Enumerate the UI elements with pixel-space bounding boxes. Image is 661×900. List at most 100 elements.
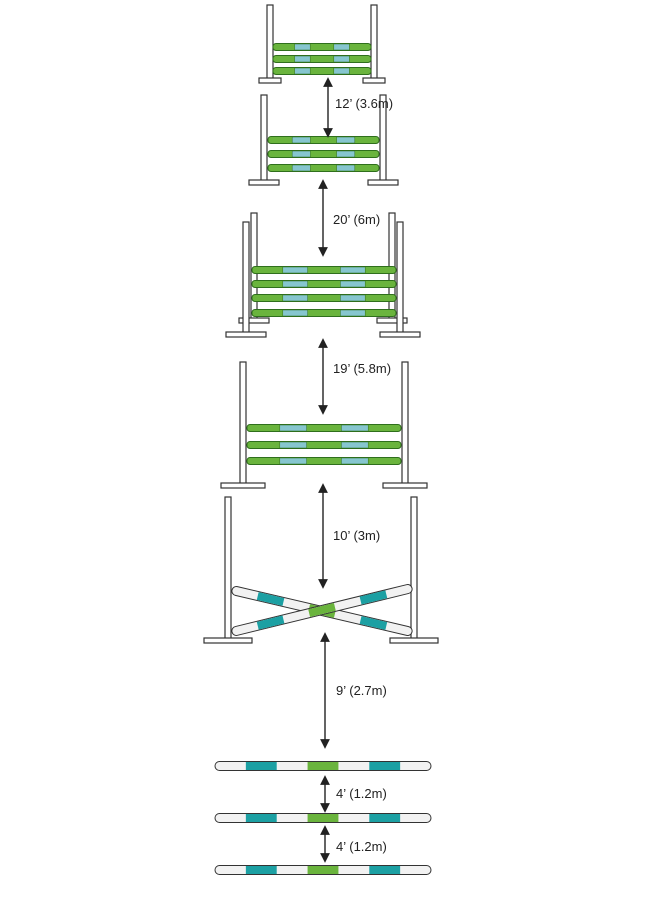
jump-4-vertical-rail-1-body xyxy=(246,424,402,432)
jump-3-oxer-rail-4-stripe-1 xyxy=(282,309,308,317)
jump-1-vertical-standard-right-foot xyxy=(362,77,386,84)
ground-pole-3-pole-band-1 xyxy=(245,866,277,874)
jump-1-vertical-rail-3-body xyxy=(272,67,372,75)
jump-2-vertical-rail-2-body xyxy=(267,150,380,158)
jump-1-vertical-rail-1-body xyxy=(272,43,372,51)
jump-5-cross-rail-standard-right-post xyxy=(410,496,418,643)
jump-2-vertical-rail-3-stripe-2 xyxy=(336,164,356,172)
jump-1-vertical-rail-1-stripe-1 xyxy=(294,43,311,51)
ground-pole-2-pole-band-1 xyxy=(245,814,277,822)
distance-label-6: 4’ (1.2m) xyxy=(336,786,387,801)
ground-pole-3-pole-band-3 xyxy=(307,866,339,874)
distance-2: 20’ (6m) xyxy=(318,179,380,257)
distance-label-5: 9’ (2.7m) xyxy=(336,683,387,698)
jump-4-vertical-rail-1-stripe-2 xyxy=(341,424,369,432)
jump-3-oxer-front-standard-left-post xyxy=(242,221,250,337)
jump-4-vertical-standard-left-foot xyxy=(220,482,266,489)
distance-1: 12’ (3.6m) xyxy=(323,77,393,138)
jump-4-vertical-rail-1 xyxy=(246,424,402,432)
jump-4-vertical-rail-3-stripe-2 xyxy=(341,457,369,465)
ground-pole-3 xyxy=(214,865,432,875)
jump-4-vertical-rail-3-stripe-1 xyxy=(279,457,307,465)
jump-2-vertical-standard-right-foot xyxy=(367,179,399,186)
jump-1-vertical-rail-2 xyxy=(272,55,372,63)
ground-pole-2-pole-band-3 xyxy=(307,814,339,822)
distance-3: 19’ (5.8m) xyxy=(318,338,391,415)
jump-5-cross-rail-standard-right-foot xyxy=(389,637,439,644)
jump-3-oxer-rail-1-stripe-1 xyxy=(282,266,308,274)
jump-1-vertical-rail-2-stripe-1 xyxy=(294,55,311,63)
jump-5-cross-rail-standard-left-foot xyxy=(203,637,253,644)
jump-1-vertical xyxy=(258,4,386,84)
jump-1-vertical-rail-1 xyxy=(272,43,372,51)
jump-5-cross-rail-standard-left-post xyxy=(224,496,232,643)
jump-4-vertical xyxy=(220,361,428,489)
jump-2-vertical-standard-left-foot xyxy=(248,179,280,186)
jump-1-vertical-rail-2-stripe-2 xyxy=(333,55,350,63)
jump-2-vertical-rail-1-stripe-1 xyxy=(291,136,311,144)
jump-3-oxer-rail-2-stripe-1 xyxy=(282,280,308,288)
jump-3-oxer-rail-1-body xyxy=(251,266,397,274)
jump-3-oxer-rail-3-stripe-1 xyxy=(282,294,308,302)
jump-1-vertical-standard-left-post xyxy=(266,4,274,83)
jump-2-vertical-rail-1 xyxy=(267,136,380,144)
jump-1-vertical-standard-right-post xyxy=(370,4,378,83)
jump-3-oxer-front-standard-right-foot xyxy=(379,331,421,338)
jump-3-oxer-rail-3 xyxy=(251,294,397,302)
jump-4-vertical-standard-left-post xyxy=(239,361,247,488)
ground-pole-3-pole-band-5 xyxy=(369,866,401,874)
jump-2-vertical xyxy=(248,94,399,186)
jump-2-vertical-rail-3-stripe-1 xyxy=(291,164,311,172)
jump-4-vertical-rail-1-stripe-1 xyxy=(279,424,307,432)
jump-3-oxer-rail-2 xyxy=(251,280,397,288)
jump-3-oxer-rail-1-stripe-2 xyxy=(340,266,366,274)
ground-pole-2-pole-band-5 xyxy=(369,814,401,822)
ground-pole-1-pole-band-5 xyxy=(369,762,401,770)
jump-1-vertical-rail-3-stripe-2 xyxy=(333,67,350,75)
ground-pole-2-pole xyxy=(214,813,432,823)
jump-3-oxer-rail-4-stripe-2 xyxy=(340,309,366,317)
jump-2-vertical-rail-1-body xyxy=(267,136,380,144)
jump-3-oxer-rail-2-body xyxy=(251,280,397,288)
jump-5-cross-rail-pole-2-band-1 xyxy=(256,615,285,630)
jump-3-oxer-front-standard-right-post xyxy=(396,221,404,337)
jump-3-oxer xyxy=(225,212,421,338)
jump-3-oxer-back-standard-right-foot xyxy=(376,317,408,324)
jump-4-vertical-rail-2-stripe-1 xyxy=(279,441,307,449)
jump-3-oxer-front-standard-left-foot xyxy=(225,331,267,338)
jump-4-vertical-rail-2-stripe-2 xyxy=(341,441,369,449)
jump-4-vertical-rail-3-body xyxy=(246,457,402,465)
jump-1-vertical-rail-2-body xyxy=(272,55,372,63)
jump-4-vertical-rail-2-body xyxy=(246,441,402,449)
ground-pole-1-pole xyxy=(214,761,432,771)
jump-2-vertical-rail-2 xyxy=(267,150,380,158)
jump-2-vertical-rail-2-stripe-1 xyxy=(291,150,311,158)
jump-5-cross-rail xyxy=(203,496,439,644)
jump-3-oxer-rail-4 xyxy=(251,309,397,317)
jump-5-cross-rail-pole-1-band-1 xyxy=(256,592,285,606)
jump-3-oxer-rail-4-body xyxy=(251,309,397,317)
jump-3-oxer-rail-3-body xyxy=(251,294,397,302)
distance-label-2: 20’ (6m) xyxy=(333,212,380,227)
jump-3-oxer-back-standard-left-foot xyxy=(238,317,270,324)
jump-4-vertical-standard-right-foot xyxy=(382,482,428,489)
ground-pole-1-pole-band-1 xyxy=(245,762,277,770)
jump-3-oxer-rail-3-stripe-2 xyxy=(340,294,366,302)
distance-label-7: 4’ (1.2m) xyxy=(336,839,387,854)
ground-pole-1 xyxy=(214,761,432,771)
jump-1-vertical-rail-3-stripe-1 xyxy=(294,67,311,75)
jump-2-vertical-rail-3-body xyxy=(267,164,380,172)
ground-pole-2 xyxy=(214,813,432,823)
jump-1-vertical-rail-1-stripe-2 xyxy=(333,43,350,51)
jump-5-cross-rail-pole-2-band-5 xyxy=(359,590,388,605)
jump-2-vertical-rail-3 xyxy=(267,164,380,172)
distance-6: 4’ (1.2m) xyxy=(320,775,387,813)
jump-3-oxer-rail-2-stripe-2 xyxy=(340,280,366,288)
ground-pole-1-pole-band-3 xyxy=(307,762,339,770)
jump-5-cross-rail-pole-2-band-3 xyxy=(308,602,336,618)
jump-5-cross-rail-pole-2 xyxy=(231,584,413,636)
jump-1-vertical-standard-left-foot xyxy=(258,77,282,84)
jump-4-vertical-standard-right-post xyxy=(401,361,409,488)
distance-label-4: 10’ (3m) xyxy=(333,528,380,543)
